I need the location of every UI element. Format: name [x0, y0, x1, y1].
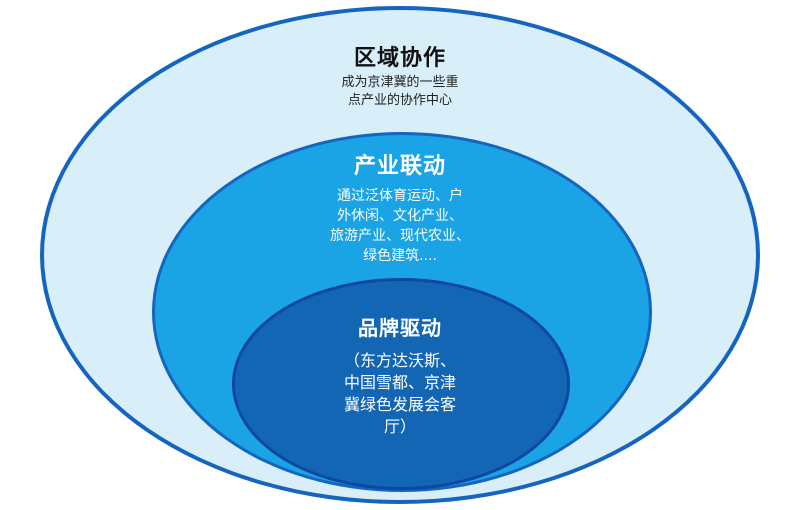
inner-description: （东方达沃斯、 中国雪都、京津 冀绿色发展会客 厅） [343, 351, 456, 436]
middle-description: 通过泛体育运动、户 外休闲、文化产业、 旅游产业、现代农业、 绿色建筑.... [330, 188, 470, 264]
inner-title: 品牌驱动 [358, 316, 442, 340]
inner-ellipse-brand-driven [232, 278, 570, 490]
middle-title: 产业联动 [353, 154, 446, 179]
outer-description: 成为京津冀的一些重 点产业的协作中心 [341, 75, 459, 108]
outer-title: 区域协作 [353, 46, 446, 71]
